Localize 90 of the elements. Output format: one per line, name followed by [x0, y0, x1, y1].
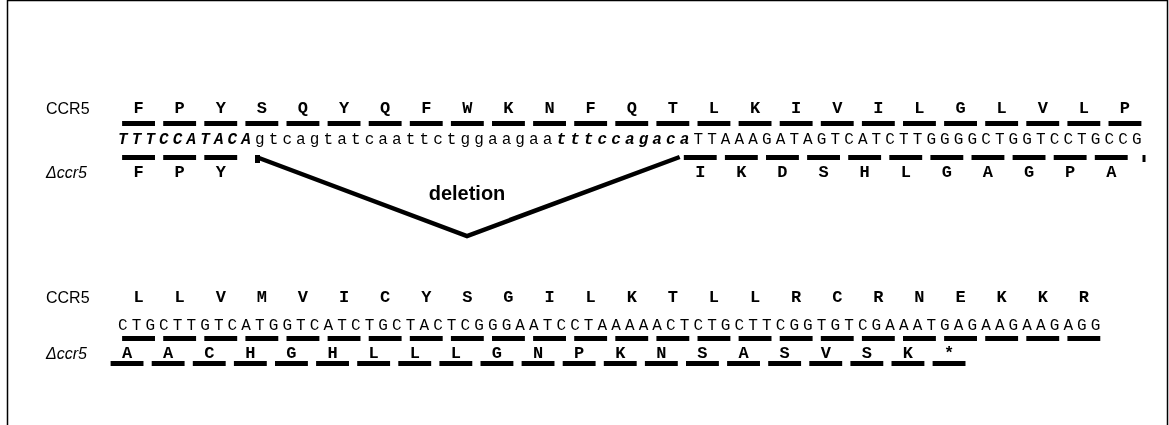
amino-acid-letter: E [955, 289, 966, 306]
amino-acid-letter: G [503, 289, 514, 306]
amino-acid-letter: L [368, 345, 379, 362]
amino-acid-letter: F [133, 100, 144, 117]
amino-acid-letter: L [900, 164, 911, 181]
amino-acid-letter: L [708, 289, 720, 306]
amino-acid-letter: L [409, 345, 420, 362]
amino-acid-letter: G [955, 100, 966, 117]
amino-acid-letter: P [174, 100, 185, 117]
amino-acid-letter: L [749, 289, 761, 306]
amino-acid-letter: N [544, 100, 555, 117]
amino-acid-letter: K [1037, 289, 1048, 306]
dna-sequence: CTGCTTGTCATGGTCATCTGCTACTCGGGAATCCTAAAAACTCTGCTTCGGTGTCGAAATGAGAAGAAGAGG [118, 318, 1105, 334]
amino-acid-letter: L [996, 100, 1007, 117]
amino-acid-letter: F [133, 164, 144, 181]
amino-acid-letter: S [818, 164, 829, 181]
amino-acid-letter: I [791, 100, 802, 117]
amino-acid-letter: W [462, 100, 473, 117]
amino-acid-letter: A [982, 164, 994, 181]
amino-acid-letter: V [820, 345, 831, 362]
amino-acid-letter: K [503, 100, 514, 117]
gene-label: CCR5 [46, 101, 90, 117]
amino-acid-letter: G [1023, 164, 1035, 181]
amino-acid-letter: H [859, 164, 870, 181]
amino-acid-letter: G [491, 345, 503, 362]
amino-acid-letter: R [791, 289, 802, 306]
amino-acid-letter: R [1078, 289, 1089, 306]
amino-acid-letter: L [1078, 100, 1089, 117]
amino-acid-letter: L [450, 345, 461, 362]
amino-acid-letter: I [544, 289, 555, 306]
amino-acid-letter: Q [297, 100, 309, 117]
amino-acid-letter: D [777, 164, 788, 181]
amino-acid-letter: I [873, 100, 884, 117]
amino-acid-letter: K [996, 289, 1007, 306]
amino-acid-letter: V [832, 100, 843, 117]
amino-acid-letter: N [656, 345, 667, 362]
amino-acid-letter: S [779, 345, 790, 362]
amino-acid-letter: L [585, 289, 596, 306]
amino-acid-letter: S [256, 100, 267, 117]
amino-acid-letter: T [667, 100, 678, 117]
amino-acid-letter: K [615, 345, 626, 362]
amino-acid-letter: I [338, 289, 350, 306]
amino-acid-letter: S [697, 345, 708, 362]
amino-acid-letter: F [421, 100, 432, 117]
amino-acid-letter: N [914, 289, 925, 306]
amino-acid-letter: K [902, 345, 914, 362]
amino-acid-letter: C [204, 345, 215, 362]
amino-acid-letter: A [121, 345, 133, 362]
amino-acid-letter: K [736, 164, 747, 181]
amino-acid-letter: L [708, 100, 720, 117]
amino-acid-letter: S [462, 289, 473, 306]
amino-acid-letter: P [574, 345, 585, 362]
amino-acid-letter: P [1065, 164, 1076, 181]
amino-acid-letter: A [163, 345, 174, 362]
amino-acid-letter: Y [215, 100, 226, 117]
amino-acid-letter: Q [380, 100, 391, 117]
amino-acid-letter: Y [215, 164, 226, 181]
amino-acid-letter: C [380, 289, 391, 306]
amino-acid-letter: V [297, 289, 309, 306]
amino-acid-letter: N [532, 345, 544, 362]
amino-acid-letter: P [1119, 100, 1131, 117]
amino-acid-letter: Y [421, 289, 432, 306]
gene-label: CCR5 [46, 290, 90, 306]
gene-label: Δccr5 [46, 165, 87, 181]
amino-acid-letter: V [1037, 100, 1048, 117]
amino-acid-letter: V [215, 289, 226, 306]
gene-label: Δccr5 [46, 346, 87, 362]
amino-acid-letter: R [873, 289, 884, 306]
amino-acid-letter: A [738, 345, 749, 362]
amino-acid-letter: A [1106, 164, 1117, 181]
amino-acid-letter: H [327, 345, 338, 362]
amino-acid-letter: L [914, 100, 925, 117]
amino-acid-letter: * [943, 345, 955, 362]
deletion-label: deletion [428, 183, 506, 203]
amino-acid-letter: L [133, 289, 144, 306]
amino-acid-letter: S [861, 345, 872, 362]
amino-acid-letter: Y [338, 100, 350, 117]
amino-acid-letter: C [832, 289, 843, 306]
amino-acid-letter: L [174, 289, 185, 306]
amino-acid-letter: K [626, 289, 637, 306]
amino-acid-letter: K [749, 100, 761, 117]
amino-acid-letter: I [695, 164, 706, 181]
amino-acid-letter: F [585, 100, 596, 117]
amino-acid-letter: P [174, 164, 185, 181]
amino-acid-letter: G [941, 164, 952, 181]
amino-acid-letter: Q [626, 100, 637, 117]
amino-acid-letter: M [256, 289, 267, 306]
amino-acid-letter: G [286, 345, 297, 362]
amino-acid-letter: T [667, 289, 678, 306]
amino-acid-letter: H [245, 345, 256, 362]
